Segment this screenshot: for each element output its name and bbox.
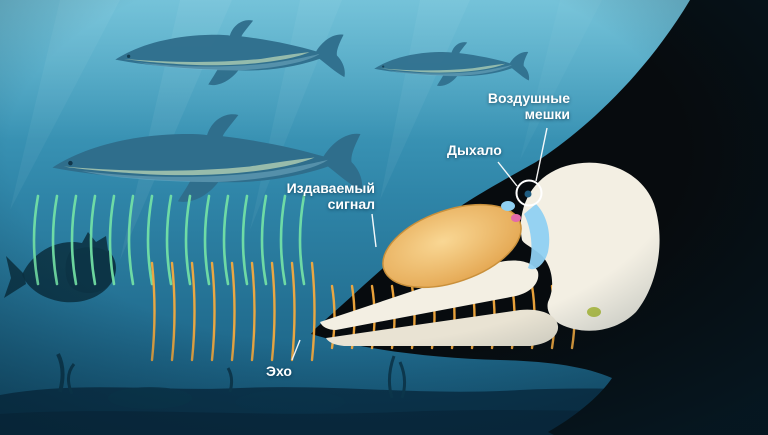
- label-echo: Эхо: [266, 363, 292, 379]
- label-blowhole: Дыхало: [447, 142, 502, 158]
- label-air-sacs: Воздушные мешки: [487, 90, 570, 123]
- label-emitted-signal: Издаваемый сигнал: [286, 180, 375, 213]
